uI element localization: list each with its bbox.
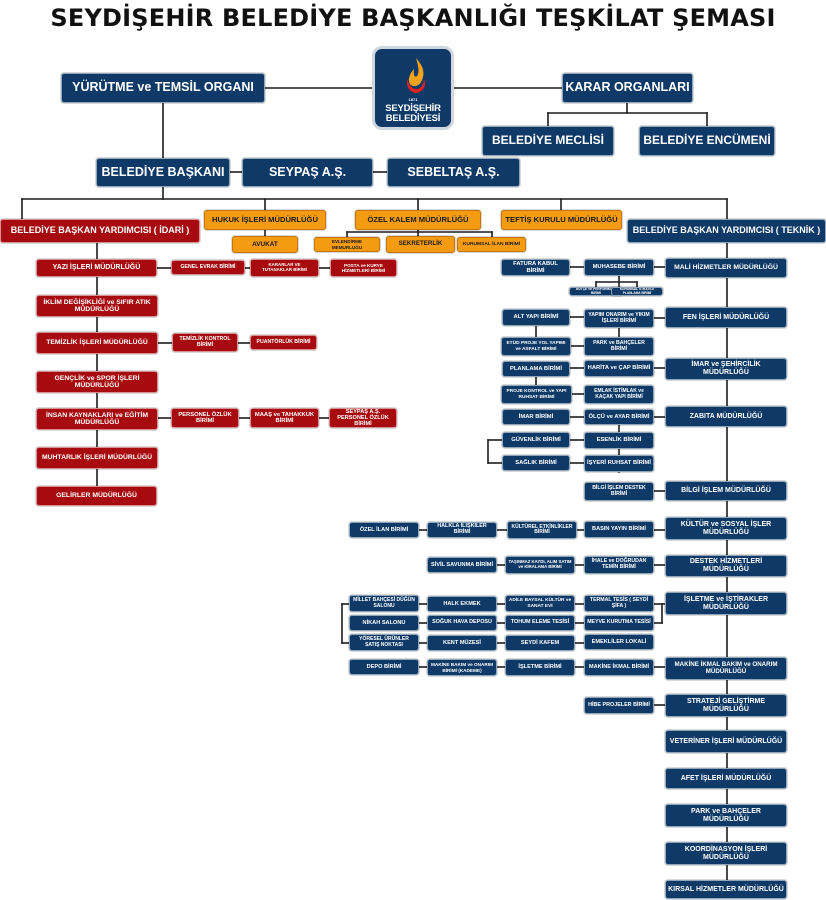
node-evlendirme: EVLENDİRME MEMURLUĞU	[314, 237, 380, 252]
node-tohum: TOHUM ELEME TESİSİ	[505, 615, 575, 631]
node-stratejiplan: KURUMSAL STRATEJİ PLANLAMA BİRİMİ	[611, 287, 663, 296]
node-makineikmalbirim: MAKİNE İKMAL BİRİMİ	[584, 659, 654, 676]
node-yapimonarim: YAPIM ONARIM ve YIKIM İŞLERİ BİRİMİ	[584, 309, 654, 328]
node-isyeri: İŞYERİ RUHSAT BİRİMİ	[584, 455, 654, 472]
node-termal: TERMAL TESİS ( SEYDİ ŞİFA )	[584, 595, 654, 612]
node-halkekmek: HALK EKMEK	[427, 596, 497, 612]
node-guvenlik: GÜVENLİK BİRİMİ	[502, 432, 570, 448]
node-gelirler: GELİRLER MÜDÜRLÜĞÜ	[36, 486, 157, 506]
node-afet: AFET İŞLERİ MÜDÜRLÜĞÜ	[665, 768, 787, 789]
node-adile: ADİLE BAYSAL KÜLTÜR ve SANAT EVİ	[505, 595, 575, 612]
node-millet: MİLLET BAHÇESİ DÜĞÜN SALONU	[349, 595, 419, 612]
node-yurutme: YÜRÜTME ve TEMSİL ORGANI	[61, 73, 265, 103]
node-kararlar: KARARLAR VE TUTANAKLAR BİRİMİ	[250, 259, 319, 277]
node-seypaspersonel: SEYPAŞ A.Ş. PERSONEL ÖZLÜK BİRİMİ	[329, 408, 397, 428]
node-sivil: SİVİL SAVUNMA BİRİMİ	[427, 557, 497, 573]
node-temizlik: TEMİZLİK İŞLERİ MÜDÜRLÜĞÜ	[36, 332, 158, 354]
node-etud: ETÜD PROJE YOL YAPIMI ve ASFALT BİRİMİ	[501, 337, 571, 356]
node-byteknik: BELEDİYE BAŞKAN YARDIMCISI ( TEKNİK )	[627, 219, 826, 243]
node-kurumsalilan: KURUMSAL İLAN BİRİMİ	[457, 237, 526, 252]
node-isletme: İŞLETME ve İŞTİRAKLER MÜDÜRLÜĞÜ	[665, 592, 787, 615]
node-olcu: ÖLÇÜ ve AYAR BİRİMİ	[584, 409, 654, 425]
node-kulturetk: KÜLTÜREL ETKİNLİKLER BİRİMİ	[507, 521, 577, 539]
node-makinebakim: MAKİNE BAKIM ve ONARIM BİRİMİ (KADEME)	[427, 659, 497, 676]
node-posta: POSTA ve KURYE HİZMETLERİ BİRİMİ	[330, 259, 397, 277]
node-muhtarlik: MUHTARLIK İŞLERİ MÜDÜRLÜĞÜ	[36, 447, 158, 469]
node-yoresel: YÖRESEL ÜRÜNLER SATIŞ NOKTASI	[349, 634, 419, 651]
flame-logo-icon	[406, 58, 426, 93]
node-byidari: BELEDİYE BAŞKAN YARDIMCISI ( İDARİ )	[0, 219, 200, 243]
node-encumen: BELEDİYE ENCÜMENİ	[639, 126, 775, 156]
node-puantorluk: PUANTÖRLÜK BİRİMİ	[250, 335, 317, 350]
node-muhasebe: MUHASEBE BİRİMİ	[584, 259, 654, 276]
node-destek: DESTEK HİZMETLERİ MÜDÜRLÜĞÜ	[665, 555, 787, 577]
node-bilgiislem: BİLGİ İŞLEM MÜDÜRLÜĞÜ	[665, 481, 787, 501]
node-teftis: TEFTİŞ KURULU MÜDÜRLÜĞÜ	[501, 210, 622, 230]
node-maas: MAAŞ ve TAHAKKUK BİRİMİ	[250, 408, 319, 428]
node-fen: FEN İŞLERİ MÜDÜRLÜĞÜ	[665, 307, 787, 328]
node-bilgidestek: BİLGİ İŞLEM DESTEK BİRİMİ	[584, 482, 654, 501]
node-veteriner: VETERİNER İŞLERİ MÜDÜRLÜĞÜ	[665, 730, 787, 753]
node-karar: KARAR ORGANLARI	[562, 73, 693, 103]
node-halkla: HALKLA İLİŞKİLER BİRİMİ	[427, 522, 497, 538]
logo-line2: BELEDİYESİ	[385, 113, 441, 124]
node-yazi: YAZI İŞLERİ MÜDÜRLÜĞÜ	[36, 259, 157, 277]
node-temizlikkontrol: TEMİZLİK KONTROL BİRİMİ	[172, 333, 238, 352]
node-meclis: BELEDİYE MECLİSİ	[482, 126, 614, 156]
node-meyve: MEYVE KURUTMA TESİSİ	[584, 615, 654, 631]
node-strateji: STRATEJİ GELİŞTİRME MÜDÜRLÜĞÜ	[665, 694, 787, 717]
node-imarbirim: İMAR BİRİMİ	[502, 409, 570, 425]
node-depo: DEPO BİRİMİ	[349, 659, 419, 675]
node-imar: İMAR ve ŞEHİRCİLİK MÜDÜRLÜĞÜ	[665, 358, 787, 380]
node-soguk: SOĞUK HAVA DEPOSU	[427, 615, 497, 631]
node-hukuk: HUKUK İŞLERİ MÜDÜRLÜĞÜ	[204, 210, 326, 230]
node-zabita: ZABITA MÜDÜRLÜĞÜ	[665, 406, 787, 427]
node-kirsal: KIRSAL HİZMETLER MÜDÜRLÜĞÜ	[665, 880, 787, 899]
node-insan: İNSAN KAYNAKLARI ve EĞİTİM MÜDÜRLÜĞÜ	[36, 408, 158, 430]
node-seypas: SEYPAŞ A.Ş.	[242, 158, 373, 187]
node-esenlik: ESENLİK BİRİMİ	[584, 432, 654, 449]
node-ozelilan: ÖZEL İLAN BİRİMİ	[349, 522, 419, 538]
node-isletmebirim: İŞLETME BİRİMİ	[505, 659, 575, 676]
node-emekliler: EMEKLİLER LOKALİ	[584, 634, 654, 650]
node-genclik: GENÇLİK ve SPOR İŞLERİ MÜDÜRLÜĞÜ	[36, 371, 158, 393]
node-parkmud: PARK ve BAHÇELER MÜDÜRLÜĞÜ	[665, 804, 787, 827]
node-hibe: HİBE PROJELER BİRİMİ	[584, 697, 654, 714]
node-fatura: FATURA KABUL BİRİMİ	[501, 259, 570, 276]
node-kultur: KÜLTÜR ve SOSYAL İŞLER MÜDÜRLÜĞÜ	[665, 517, 787, 540]
node-projekontrol: PROJE KONTROL ve YAPI RUHSAT BİRİMİ	[501, 385, 572, 404]
node-sekreterlik: SEKRETERLİK	[386, 236, 455, 253]
node-nikah: NİKAH SALONU	[349, 615, 419, 631]
node-mali: MALİ HİZMETLER MÜDÜRLÜĞÜ	[665, 258, 787, 278]
node-kentmuze: KENT MÜZESİ	[427, 635, 497, 651]
logo-year: 1871	[408, 97, 418, 102]
node-seydikafem: SEYDİ KAFEM	[505, 635, 575, 651]
municipality-logo: 1871 SEYDİŞEHİR BELEDİYESİ	[372, 46, 454, 130]
node-personelozluk: PERSONEL ÖZLÜK BİRİMİ	[171, 408, 239, 428]
node-ozelkalem: ÖZEL KALEM MÜDÜRLÜĞÜ	[355, 210, 481, 230]
node-makineikmal: MAKİNE İKMAL BAKIM ve ONARIM MÜDÜRLÜĞÜ	[665, 657, 787, 680]
node-baskan: BELEDİYE BAŞKANI	[96, 158, 230, 187]
node-iklim: İKLİM DEĞİŞİKLİĞİ ve SIFIR ATIK MÜDÜRLÜĞ…	[36, 295, 158, 317]
node-genelevrak: GENEL EVRAK BİRİMİ	[171, 260, 245, 275]
node-parkbirim: PARK ve BAHÇELER BİRİMİ	[584, 337, 654, 356]
node-ihale: İHALE ve DOĞRUDAN TEMİN BİRİMİ	[584, 556, 654, 574]
node-altyapi: ALT YAPI BİRİMİ	[502, 309, 570, 326]
node-avukat: AVUKAT	[232, 236, 298, 253]
node-harita: HARİTA ve ÇAP BİRİMİ	[584, 360, 654, 377]
node-tasinmaz: TAŞINMAZ KAYDI, ALIM SATIM ve KİRALAMA B…	[505, 556, 575, 574]
node-koordinasyon: KOORDİNASYON İŞLERİ MÜDÜRLÜĞÜ	[665, 842, 787, 865]
node-sebeltas: SEBELTAŞ A.Ş.	[387, 158, 520, 187]
node-saglik: SAĞLIK BİRİMİ	[502, 455, 570, 471]
node-basin: BASIN YAYIN BİRİMİ	[584, 521, 654, 538]
page-title: SEYDİŞEHİR BELEDİYE BAŞKANLIĞI TEŞKİLAT …	[50, 4, 776, 32]
node-planlama: PLANLAMA BİRİMİ	[502, 361, 570, 377]
node-emlak: EMLAK İSTİMLAK ve KAÇAK YAPI BİRİMİ	[584, 385, 654, 404]
logo-line1: SEYDİŞEHİR	[385, 103, 441, 114]
